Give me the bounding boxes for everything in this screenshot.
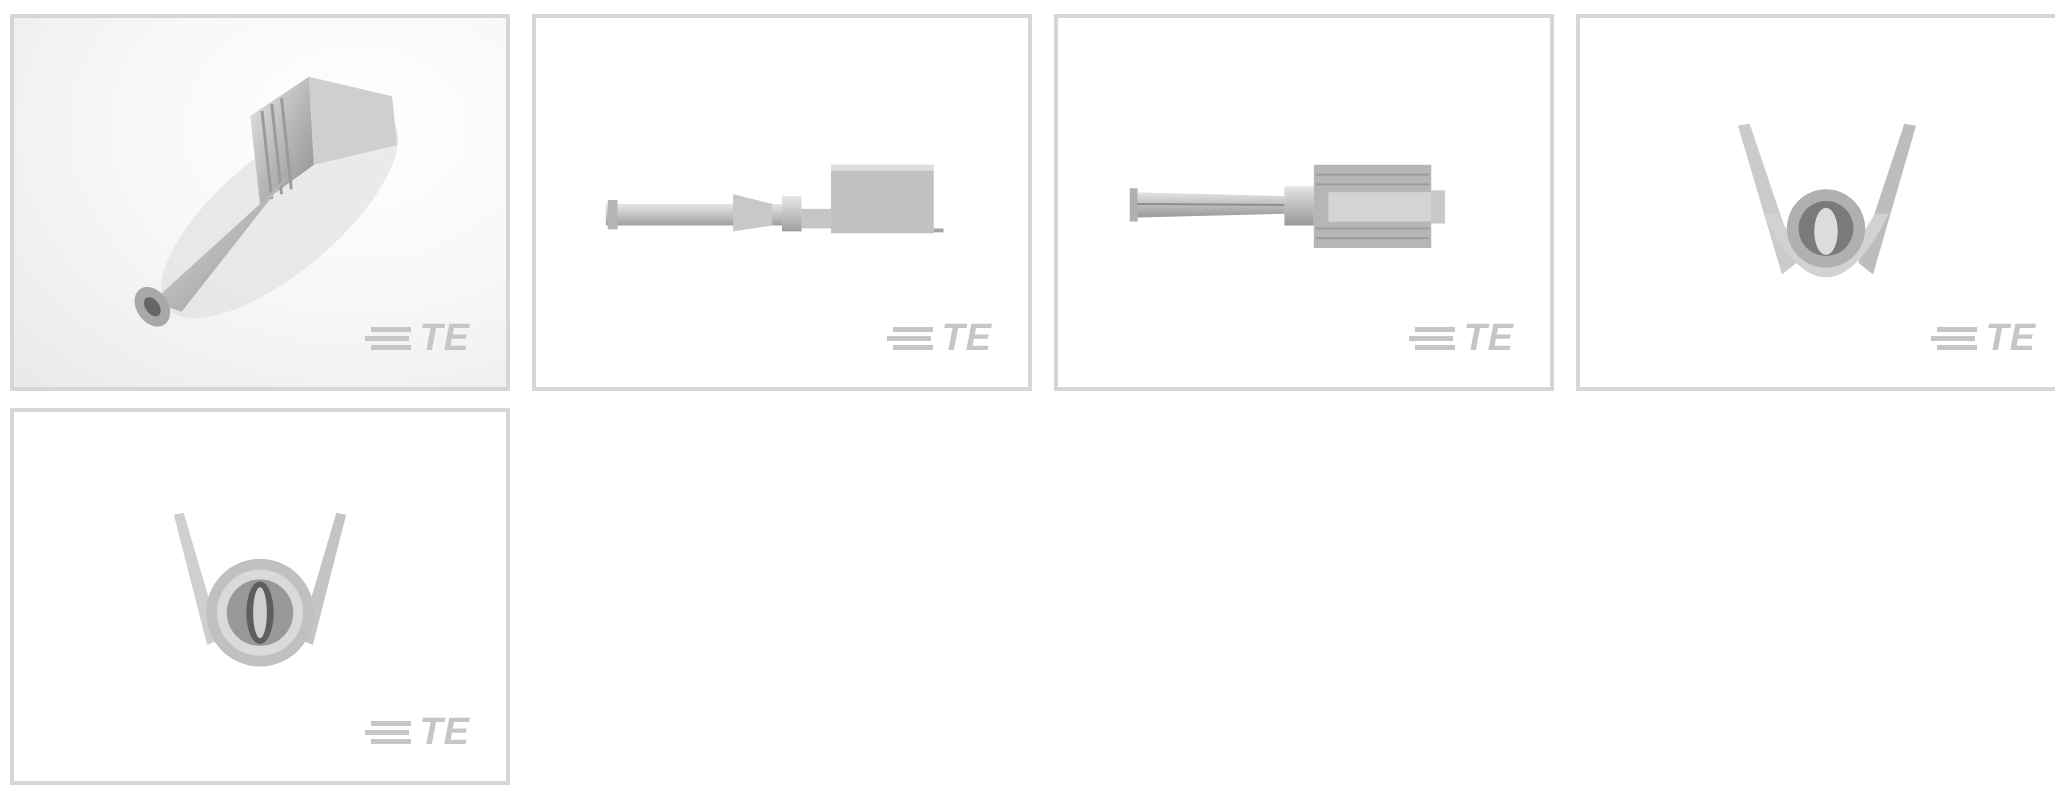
thumbnail-isometric-view[interactable]: TE <box>10 14 510 391</box>
te-logo-text: TE <box>419 317 470 359</box>
te-logo-text: TE <box>419 711 470 753</box>
te-logo-text: TE <box>1985 317 2036 359</box>
thumbnail-top-view[interactable]: TE <box>1054 14 1554 391</box>
thumbnail-rear-view[interactable]: TE <box>1576 14 2055 391</box>
contact-isometric-image <box>134 76 399 327</box>
contact-rear-view-image <box>1737 123 1917 278</box>
te-logo-icon <box>1409 327 1456 350</box>
contact-top-view-image <box>1129 164 1445 249</box>
te-logo-icon <box>365 327 412 350</box>
te-logo: TE <box>1931 319 2036 357</box>
te-logo: TE <box>365 319 470 357</box>
te-logo-text: TE <box>941 317 992 359</box>
thumbnail-front-view[interactable]: TE <box>10 408 510 785</box>
te-logo: TE <box>365 713 470 751</box>
contact-side-view-image <box>605 164 944 234</box>
te-logo-icon <box>1931 327 1978 350</box>
te-logo: TE <box>887 319 992 357</box>
te-logo-icon <box>887 327 934 350</box>
thumbnail-side-view[interactable]: TE <box>532 14 1032 391</box>
te-logo-text: TE <box>1463 317 1514 359</box>
te-logo: TE <box>1409 319 1514 357</box>
te-logo-icon <box>365 721 412 744</box>
contact-front-view-image <box>173 512 347 667</box>
